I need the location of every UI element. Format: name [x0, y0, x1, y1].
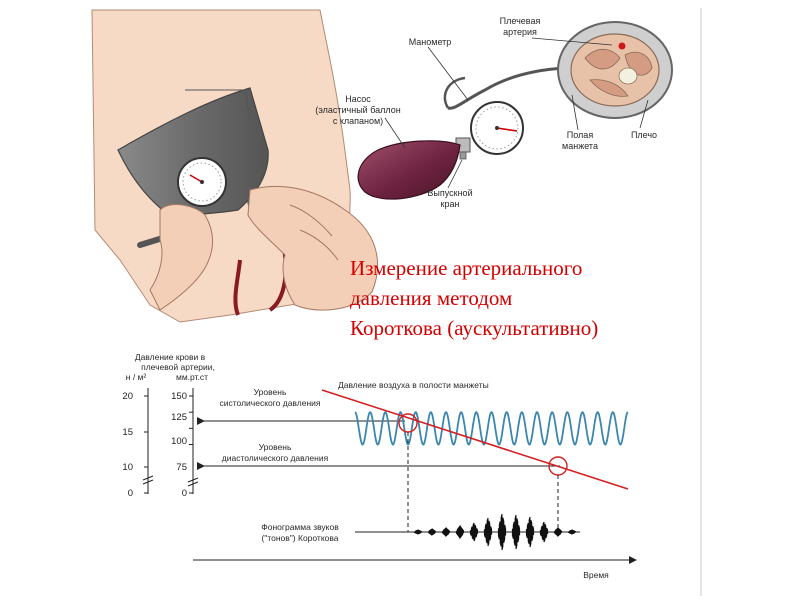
title-line-1: Измерение артериального	[350, 256, 582, 280]
phonogram-burst-6	[497, 513, 507, 551]
device-schematic: Манометр Плечевая артерия Насос (эластич…	[315, 16, 673, 209]
phonogram-burst-10	[553, 526, 563, 538]
phonogram-label-2: ("тонов") Короткова	[261, 533, 338, 543]
systolic-label-2: систолического давления	[220, 398, 321, 408]
label-hollow-cuff-1: Полая	[567, 130, 594, 140]
label-pump-1: Насос	[345, 94, 371, 104]
label-hollow-cuff-2: манжета	[562, 141, 598, 151]
phonogram-burst-0	[413, 529, 423, 535]
phonogram-burst-3	[455, 524, 465, 540]
mmhg-tick-marks	[189, 395, 193, 494]
bone	[618, 67, 638, 85]
label-brachial-artery-2: артерия	[503, 27, 537, 37]
label-release-valve-2: кран	[441, 199, 460, 209]
time-axis-label: Время	[583, 570, 609, 580]
title-block: Измерение артериального давления методом…	[350, 256, 598, 340]
diastolic-label-1: Уровень	[259, 442, 292, 452]
tick-nm2-0: 0	[128, 488, 133, 499]
pump-bulb	[357, 140, 461, 200]
axis-left-title-2: плечевой артерии,	[141, 362, 215, 372]
phonogram-burst-1	[427, 528, 437, 536]
artery-dot	[618, 42, 626, 50]
axis-left-title-1: Давление крови в	[135, 352, 206, 362]
label-manometer: Манометр	[409, 37, 452, 47]
phonogram-burst-7	[511, 514, 521, 550]
phonogram-burst-8	[525, 516, 535, 548]
phonogram-burst-9	[539, 521, 549, 543]
diastolic-label-2: диастолического давления	[222, 453, 329, 463]
arterial-pressure-wave	[354, 411, 629, 446]
page-divider-line	[700, 8, 702, 596]
tick-nm2-20: 20	[122, 391, 133, 402]
blood-pressure-cuff	[117, 87, 269, 215]
axis-left-unit-2: мм.рт.ст	[176, 372, 208, 382]
label-release-valve-1: Выпускной	[427, 188, 472, 198]
title-line-2: давления методом	[350, 286, 512, 310]
phonogram-burst-5	[483, 517, 493, 547]
tick-nm2-15: 15	[122, 427, 133, 438]
tick-mmhg-100: 100	[171, 436, 187, 447]
tick-nm2-10: 10	[122, 462, 133, 473]
label-shoulder: Плечо	[631, 130, 657, 140]
arm-illustration	[91, 9, 379, 323]
hose	[447, 66, 566, 110]
systolic-intersection-circle	[398, 413, 418, 433]
axis-left-unit-1: н / м²	[126, 372, 147, 382]
pressure-graph: Давление крови в плечевой артерии, н / м…	[122, 352, 637, 580]
right-hand	[247, 185, 379, 311]
phonogram-burst-11	[567, 529, 577, 535]
cuff-pressure-line	[321, 389, 629, 490]
title-line-3: Короткова (аускультативно)	[350, 316, 598, 340]
tick-mmhg-0: 0	[182, 488, 187, 499]
tick-mmhg-125: 125	[171, 412, 187, 423]
phonogram-burst-2	[441, 526, 451, 538]
phonogram-label-1: Фонограмма звуков	[261, 522, 339, 532]
label-brachial-artery-1: Плечевая	[500, 16, 541, 26]
tick-mmhg-150: 150	[171, 391, 187, 402]
label-pump-3: с клапаном)	[333, 116, 383, 126]
left-hand	[149, 204, 213, 311]
tick-mmhg-75: 75	[176, 462, 187, 473]
korotkoff-sounds-phonogram	[413, 513, 577, 551]
cuff-pressure-label: Давление воздуха в полости манжеты	[338, 380, 489, 390]
systolic-label-1: Уровень	[254, 387, 287, 397]
label-pump-2: (эластичный баллон	[315, 105, 401, 115]
phonogram-burst-4	[469, 522, 479, 542]
